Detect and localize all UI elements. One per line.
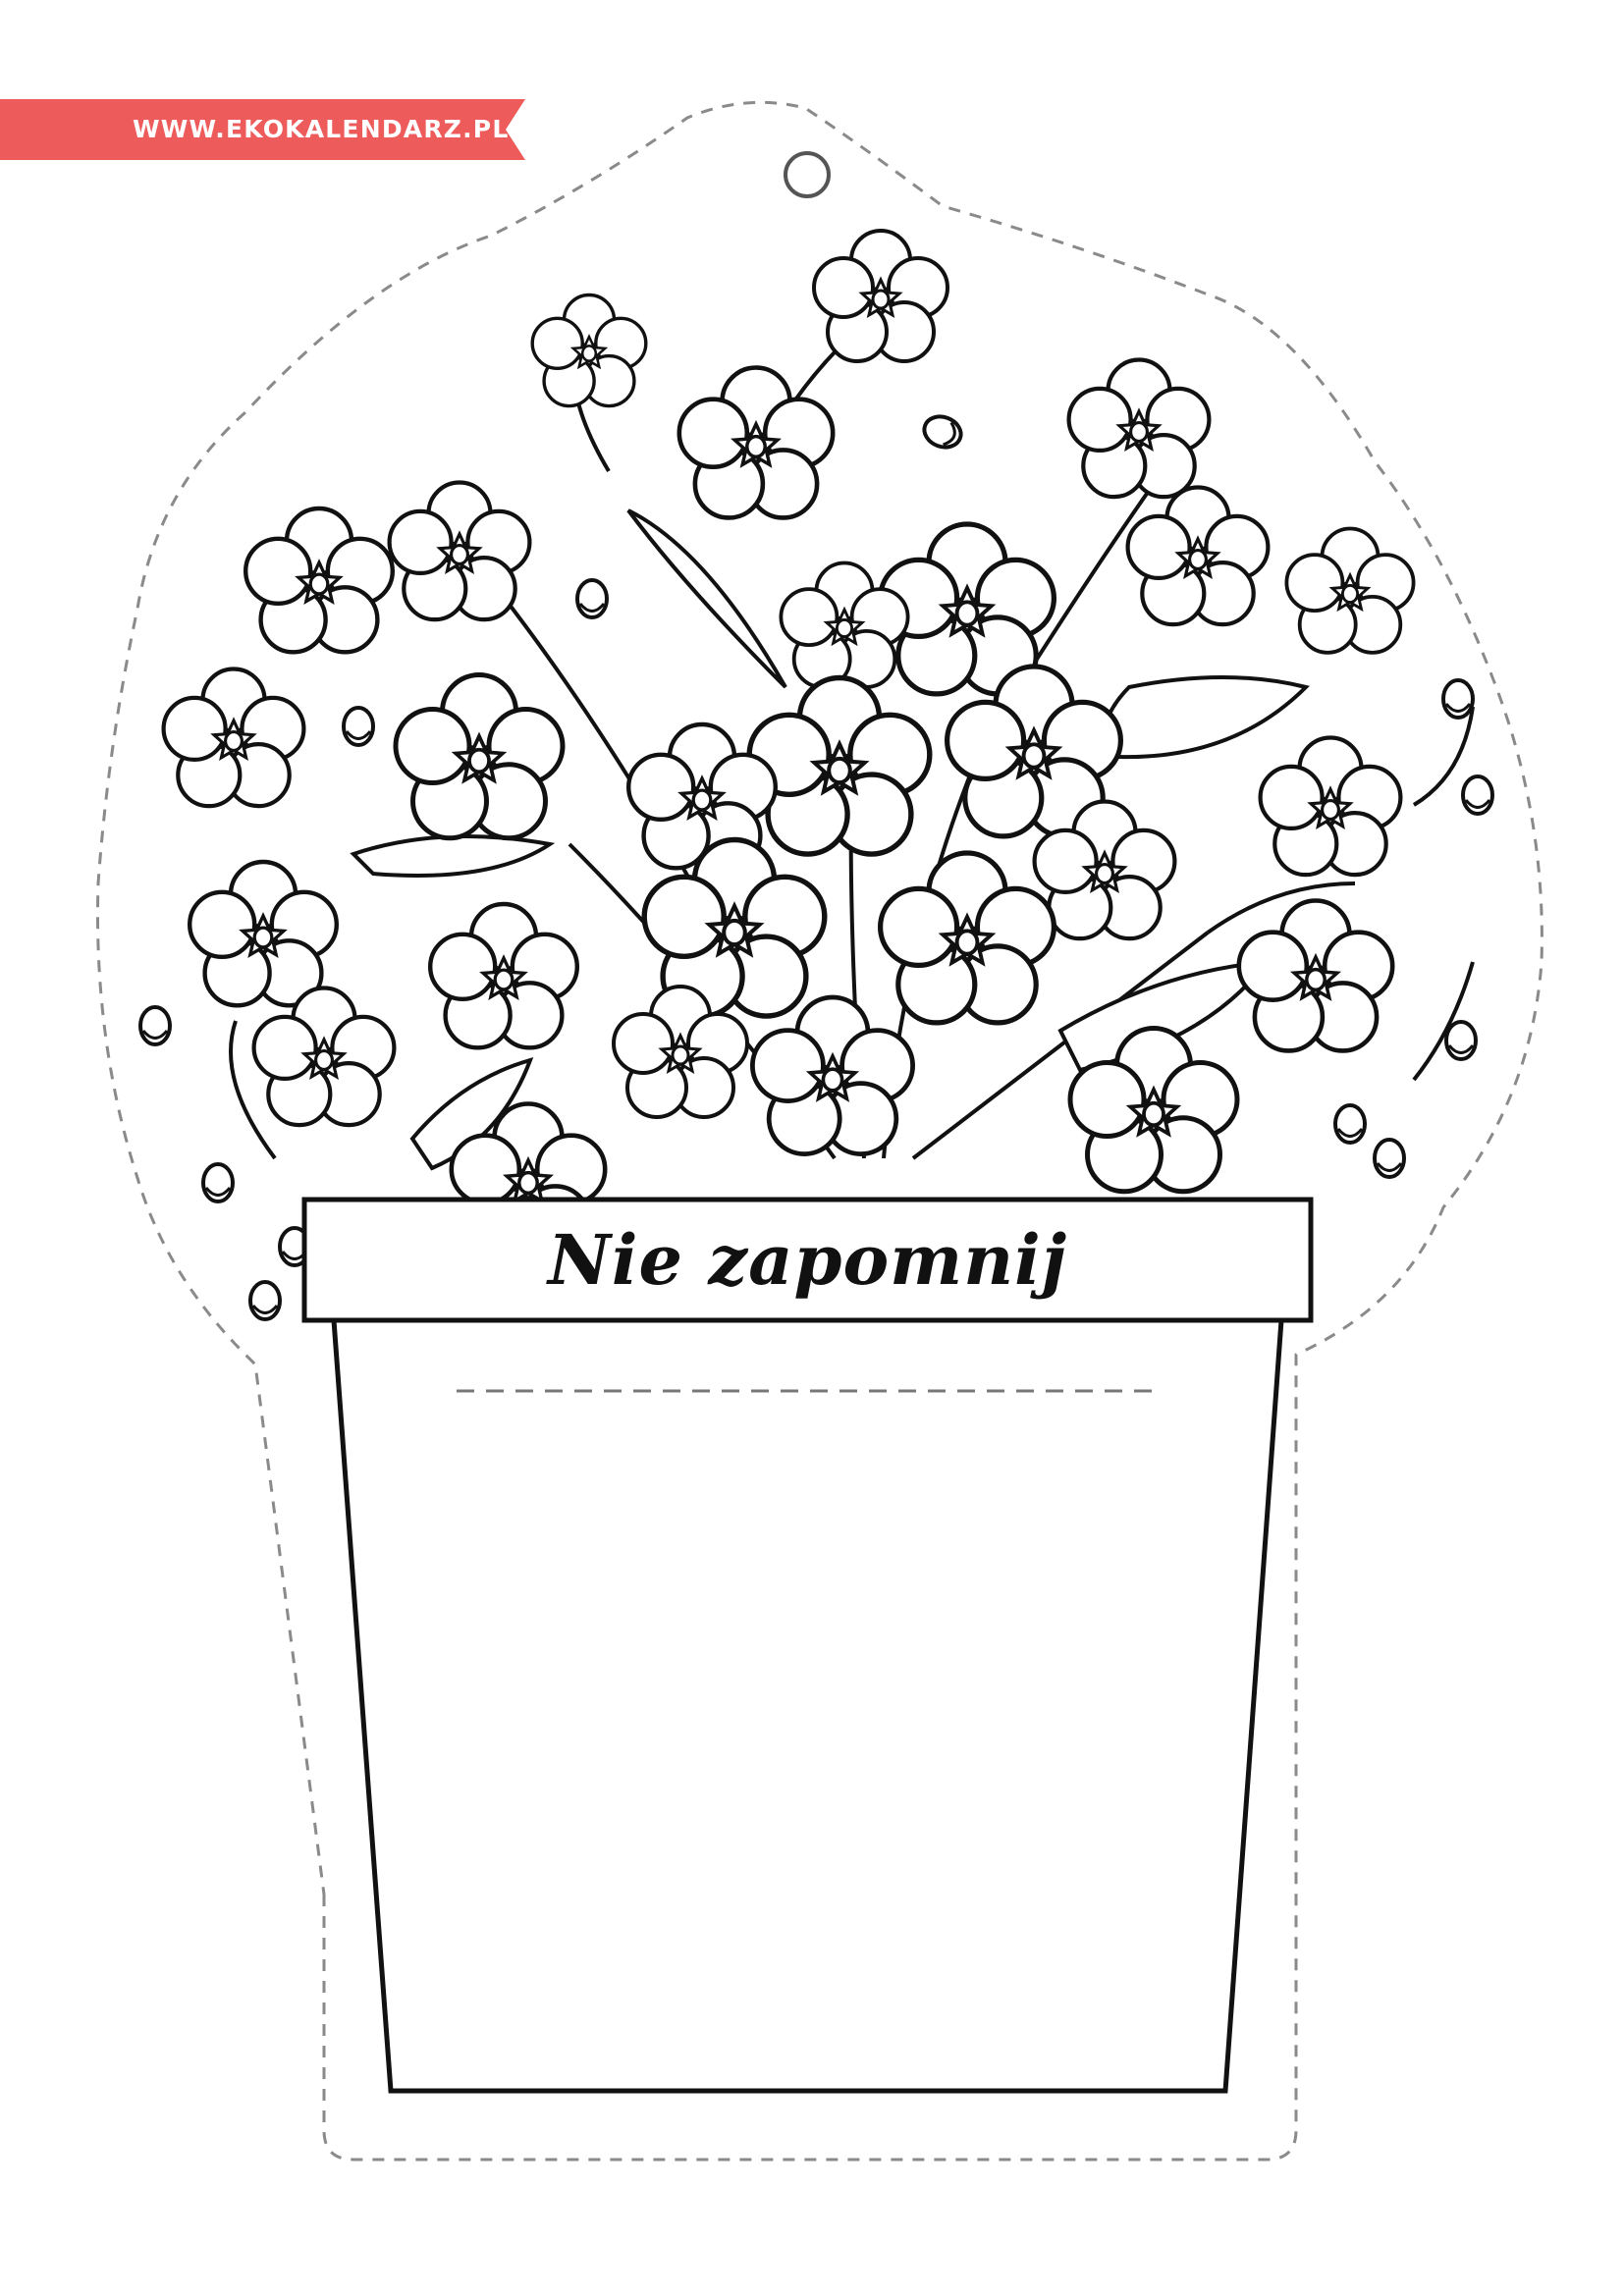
flower-bud-icon — [1444, 1020, 1478, 1061]
flower-pot-icon — [301, 1197, 1314, 2094]
forget-me-not-flower-icon — [1069, 360, 1210, 498]
forget-me-not-flower-icon — [530, 293, 648, 408]
forget-me-not-flower-icon — [679, 368, 833, 518]
flower-bud-icon — [1441, 678, 1475, 720]
pot-body — [331, 1317, 1284, 2094]
website-url: WWW.EKOKALENDARZ.PL — [133, 115, 510, 143]
pot-label-text: Nie zapomnij — [547, 1219, 1068, 1301]
leaf-icon — [626, 508, 787, 689]
leaf-icon — [1097, 675, 1310, 760]
leaves — [350, 508, 1310, 1171]
forget-me-not-flower-icon — [245, 508, 393, 652]
flower-bud-icon — [918, 409, 967, 454]
forget-me-not-flower-icon — [164, 669, 304, 807]
forget-me-not-flower-icon — [1261, 738, 1401, 876]
flower-bud-icon — [1461, 774, 1494, 816]
leaf-icon — [350, 834, 556, 878]
forget-me-not-flower-icon — [189, 862, 337, 1005]
forget-me-not-flower-icon — [812, 229, 949, 363]
pot-rim — [301, 1197, 1314, 1323]
forget-me-not-flower-icon — [752, 997, 912, 1154]
flower-bud-icon — [1333, 1103, 1367, 1145]
flower-bud-icon — [575, 578, 609, 619]
flower-bud-icon — [1373, 1138, 1406, 1179]
forget-me-not-flower-icon — [254, 988, 395, 1126]
flower-bud-icon — [342, 706, 375, 747]
hanging-hole-icon — [784, 151, 831, 198]
forget-me-not-flower-icon — [1128, 488, 1269, 625]
forget-me-not-flower-icon — [396, 675, 563, 838]
forget-me-not-flower-icon — [430, 904, 577, 1047]
cut-line — [96, 100, 1543, 2162]
forget-me-not-flower-icon — [1284, 526, 1416, 655]
flower-bud-icon — [248, 1280, 282, 1321]
forget-me-not-flower-icon — [390, 483, 530, 620]
website-ribbon — [0, 99, 525, 160]
forget-me-not-flower-icon — [749, 678, 930, 855]
flower-bud-icon — [138, 1005, 172, 1046]
forget-me-not-flower-icon — [881, 853, 1055, 1023]
flower-bud-icon — [201, 1162, 235, 1203]
forget-me-not-flower-icon — [1239, 901, 1392, 1051]
